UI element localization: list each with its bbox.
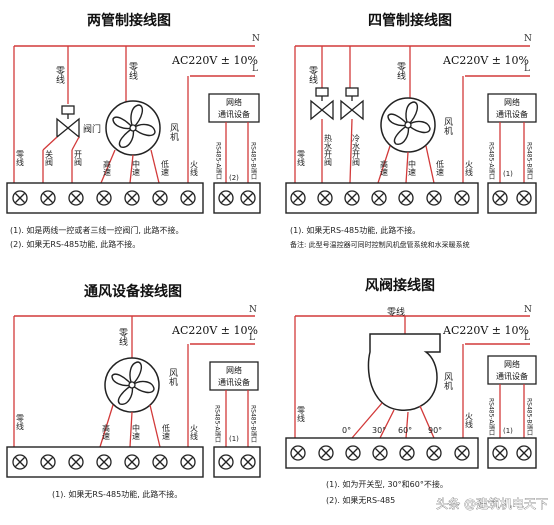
terminal-label: 高速: [102, 423, 111, 441]
module-line1: 网络: [504, 359, 520, 369]
hot-water-valve-icon: [310, 87, 334, 120]
note-line: (2). 如果无RS-485功能, 此路不接。: [10, 239, 140, 249]
terminal-label: 60°: [398, 426, 412, 435]
live-line-label: L: [524, 64, 530, 74]
neutral-line-label: N: [524, 34, 532, 44]
terminal-label: 90°: [428, 426, 442, 435]
terminal-label: 开阀: [74, 150, 83, 167]
cold-water-valve-icon: [340, 87, 364, 120]
watermark: 头条 @建筑机电天下: [436, 496, 548, 511]
note-line: (1). 如是两线一控或者三线一控阀门, 此路不接。: [10, 225, 184, 235]
live-line-label: L: [524, 333, 530, 343]
module-line2: 通讯设备: [496, 371, 528, 381]
fan-icon: [104, 357, 160, 413]
neutral-label-fan: 零线: [127, 62, 138, 80]
neutral-label-valve: 零线: [54, 66, 65, 84]
note-marker: (1): [503, 427, 513, 435]
rs485-a-label: RS485-A端口: [488, 142, 495, 181]
valve-label: 阀门: [83, 123, 101, 135]
supply-voltage: AC220V ± 10%: [442, 324, 529, 337]
terminal-label: 高速: [103, 159, 112, 177]
note-line: (1). 如果无RS-485功能, 此路不接。: [290, 225, 420, 235]
note-line: (2). 如果无RS-485: [326, 495, 395, 505]
fan-label: 风机: [167, 368, 178, 387]
terminal-label: 30°: [372, 426, 386, 435]
diagram-air-damper: 风阀接线图 N L AC220V ± 10% 零线 风机 网络 通讯设备 RS4…: [285, 277, 537, 505]
neutral-label-damper: 零线: [387, 306, 405, 318]
neutral-line-label: N: [524, 305, 532, 315]
supply-voltage: AC220V ± 10%: [171, 324, 258, 337]
terminal-label: 低速: [162, 423, 171, 441]
terminal-label: 零线: [297, 150, 306, 166]
diagram-ventilation: 通风设备接线图 N L AC220V ± 10% 零线 风机 网络 通讯设备 R…: [6, 283, 261, 499]
diagram-title: 通风设备接线图: [84, 283, 182, 300]
note-marker: (1): [503, 170, 513, 178]
rs485-b-label: RS485-B端口: [526, 142, 533, 181]
terminal-label: 热水开阀: [324, 133, 333, 167]
network-module: [208, 93, 260, 123]
terminal-screws: [290, 445, 532, 461]
valve-icon: [56, 105, 80, 138]
module-line2: 通讯设备: [496, 109, 528, 119]
module-line2: 通讯设备: [218, 109, 250, 119]
rs485-b-label: RS485-B端口: [250, 405, 257, 444]
fan-label: 风机: [442, 117, 453, 136]
terminal-label: 中速: [132, 159, 141, 177]
rs485-a-label: RS485-A端口: [488, 398, 495, 437]
neutral-line-label: N: [252, 34, 260, 44]
rs485-a-label: RS485-A端口: [214, 405, 221, 444]
terminal-label: 中速: [132, 423, 141, 441]
terminal-label: 0°: [342, 426, 351, 435]
supply-voltage: AC220V ± 10%: [171, 54, 258, 67]
terminal-label: 火线: [465, 412, 474, 428]
diagram-title: 四管制接线图: [368, 12, 452, 29]
note-line: (1). 如果无RS-485功能, 此路不接。: [52, 489, 182, 499]
diagram-title: 两管制接线图: [87, 12, 171, 29]
neutral-label-fan: 零线: [117, 328, 128, 346]
fan-label: 风机: [442, 372, 453, 391]
neutral-label-fan: 零线: [395, 62, 406, 80]
terminal-label: 零线: [16, 150, 25, 166]
module-line2: 通讯设备: [218, 377, 250, 387]
network-module: [487, 355, 537, 385]
note-marker: (1): [229, 435, 239, 443]
network-module: [487, 93, 537, 123]
terminal-label: 冷水开阀: [352, 133, 361, 167]
fan-icon: [105, 100, 161, 156]
module-line1: 网络: [226, 365, 242, 375]
note-line: 备注: 此型号温控器可同时控制风机盘管系统和水采暖系统: [290, 240, 470, 249]
terminal-label: 火线: [190, 424, 199, 440]
terminal-label: 火线: [190, 160, 199, 176]
network-module: [209, 361, 259, 391]
neutral-line-label: N: [249, 305, 257, 315]
terminal-label: 中速: [408, 159, 417, 177]
terminal-label: 低速: [436, 159, 445, 177]
module-line1: 网络: [504, 97, 520, 107]
fan-label: 风机: [168, 123, 179, 142]
terminal-label: 火线: [465, 160, 474, 176]
diagram-two-pipe: 两管制接线图 N L AC220V ± 10% 零线 零线 阀门 风机 网络 通…: [6, 12, 261, 249]
terminal-label: 低速: [161, 159, 170, 177]
terminal-label: 零线: [16, 414, 25, 430]
terminal-label: 高速: [380, 159, 389, 177]
supply-voltage: AC220V ± 10%: [442, 54, 529, 67]
terminal-screws: [290, 190, 532, 206]
rs485-b-label: RS485-B端口: [526, 398, 533, 437]
note-marker: (2): [229, 174, 239, 182]
terminal-label: 零线: [297, 406, 306, 422]
terminal-label: 关阀: [45, 149, 54, 167]
live-line-label: L: [249, 333, 255, 343]
diagram-four-pipe: 四管制接线图 N L AC220V ± 10% 零线 零线 风机 网络 通讯设备…: [285, 12, 537, 249]
diagram-title: 风阀接线图: [365, 277, 435, 294]
rs485-b-label: RS485-B端口: [250, 142, 257, 181]
note-line: (1). 如为开关型, 30°和60°不接。: [326, 479, 448, 489]
rs485-a-label: RS485-A端口: [215, 142, 222, 181]
damper-actuator-icon: [367, 333, 441, 411]
live-line-label: L: [252, 64, 258, 74]
fan-icon: [380, 97, 436, 153]
neutral-label-valve: 零线: [307, 66, 318, 84]
module-line1: 网络: [226, 97, 242, 107]
